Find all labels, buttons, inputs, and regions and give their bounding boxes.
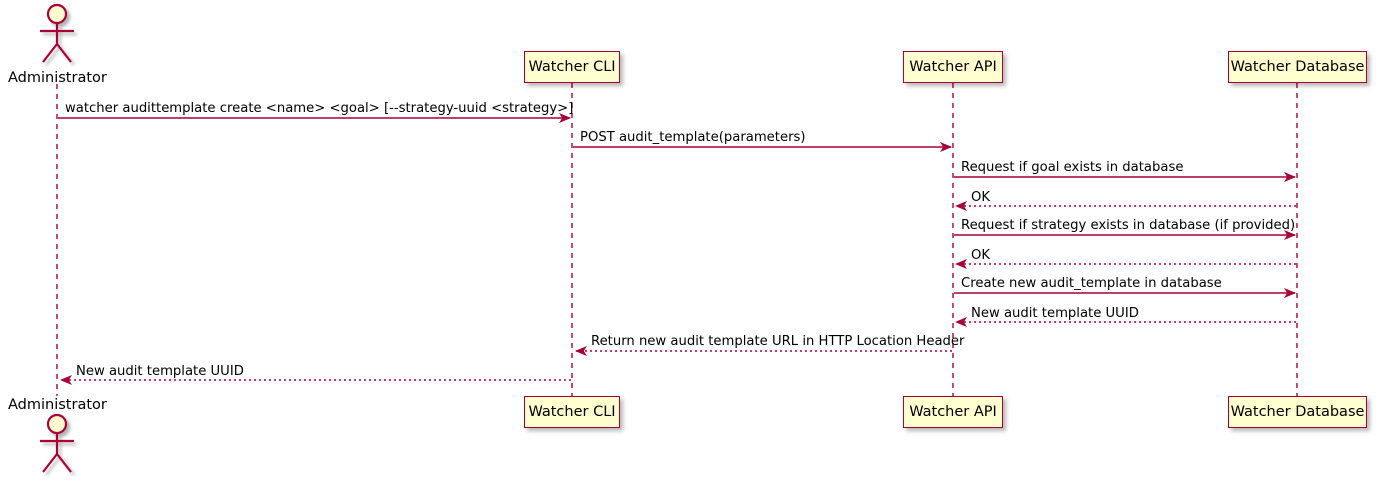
- message-label-3: Request if goal exists in database: [961, 160, 1184, 175]
- actor-administrator-bottom-figure: [40, 413, 74, 473]
- participant-box-watcher-cli-bottom[interactable]: Watcher CLI: [524, 396, 620, 428]
- actor-administrator-top-figure: [40, 3, 74, 63]
- participant-box-watcher-api-top[interactable]: Watcher API: [903, 51, 1003, 83]
- participant-box-watcher-database-top[interactable]: Watcher Database: [1228, 51, 1367, 83]
- actor-label-administrator-top: Administrator: [8, 70, 107, 86]
- participant-box-watcher-database-bottom[interactable]: Watcher Database: [1228, 396, 1367, 428]
- message-label-8: New audit template UUID: [971, 306, 1139, 321]
- participant-box-watcher-cli-top[interactable]: Watcher CLI: [524, 51, 620, 83]
- message-label-2: POST audit_template(parameters): [580, 130, 806, 145]
- message-arrows: [58, 113, 1296, 385]
- message-label-6: OK: [971, 248, 991, 263]
- actor-label-administrator-bottom: Administrator: [8, 397, 107, 413]
- participant-box-watcher-api-bottom[interactable]: Watcher API: [903, 396, 1003, 428]
- message-label-7: Create new audit_template in database: [961, 276, 1222, 291]
- message-label-4: OK: [971, 190, 991, 205]
- message-label-1: watcher audittemplate create <name> <goa…: [65, 101, 574, 116]
- message-label-10: New audit template UUID: [76, 364, 244, 379]
- lifelines: [56, 83, 1298, 396]
- message-label-9: Return new audit template URL in HTTP Lo…: [591, 334, 965, 349]
- message-label-5: Request if strategy exists in database (…: [961, 218, 1296, 233]
